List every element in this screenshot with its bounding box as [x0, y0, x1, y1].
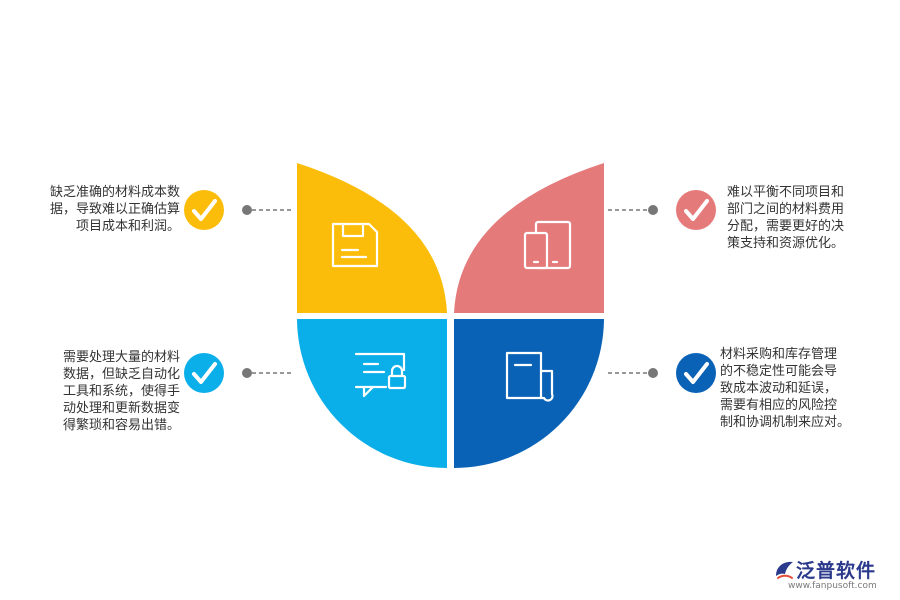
segment-top-left: [297, 163, 447, 313]
item-line: 制和协调机制来应对。: [720, 415, 851, 430]
item-line: 材料采购和库存管理: [720, 347, 838, 362]
item-line: 分配，需要更好的决: [727, 219, 845, 234]
item-line: 策支持和资源优化。: [727, 236, 845, 251]
item-line: 难以平衡不同项目和: [727, 185, 845, 200]
item-line: 得繁琐和容易出错。: [62, 418, 180, 433]
check-badge-bottom-right: [676, 353, 716, 393]
brand-name: 泛普软件: [796, 560, 877, 582]
document-icon: [505, 351, 554, 402]
connector-bottom-right: [608, 368, 658, 378]
check-icon: [684, 362, 709, 384]
check-badge-top-left: [184, 190, 224, 230]
item-line: 工具和系统，使得手: [62, 384, 180, 399]
item-line: 缺乏准确的材料成本数: [49, 185, 180, 200]
segment-bottom-right: [454, 319, 604, 468]
item-text-top-right: 难以平衡不同项目和 部门之间的材料费用 分配，需要更好的决 策支持和资源优化。: [727, 184, 844, 252]
item-text-bottom-right: 材料采购和库存管理 的不稳定性可能会导 致成本波动和延误， 需要有相应的风险控 …: [720, 346, 850, 431]
item-line: 项目成本和利润。: [75, 219, 180, 234]
check-badge-bottom-left: [184, 353, 224, 393]
fanpu-logo-icon: [776, 561, 793, 579]
item-line: 部门之间的材料费用: [727, 202, 845, 217]
item-line: 需要处理大量的材料: [62, 350, 180, 365]
item-text-bottom-left: 需要处理大量的材料 数据，但缺乏自动化 工具和系统，使得手 动处理和更新数据变 …: [63, 349, 180, 434]
brand-url: www.fanpusoft.com: [788, 581, 877, 591]
check-icon: [192, 362, 217, 384]
item-line: 数据，但缺乏自动化: [62, 367, 180, 382]
brand-watermark: 泛普软件 www.fanpusoft.com: [768, 556, 893, 596]
segment-bottom-left: [297, 319, 447, 468]
item-line: 动处理和更新数据变: [62, 401, 180, 416]
floppy-disk-icon: [331, 222, 379, 268]
check-icon: [192, 199, 217, 221]
item-line: 的不稳定性可能会导: [720, 364, 838, 379]
connector-bottom-left: [242, 368, 294, 378]
item-text-top-left: 缺乏准确的材料成本数 据，导致难以正确估算 项目成本和利润。: [50, 184, 180, 235]
check-icon: [684, 199, 709, 221]
item-line: 致成本波动和延误，: [720, 381, 838, 396]
item-line: 需要有相应的风险控: [720, 398, 838, 413]
connector-top-right: [608, 205, 658, 215]
check-badge-top-right: [676, 190, 716, 230]
item-line: 据，导致难以正确估算: [49, 202, 180, 217]
tablet-devices-icon: [523, 220, 572, 270]
message-lock-icon: [354, 352, 407, 398]
connector-top-left: [242, 205, 294, 215]
